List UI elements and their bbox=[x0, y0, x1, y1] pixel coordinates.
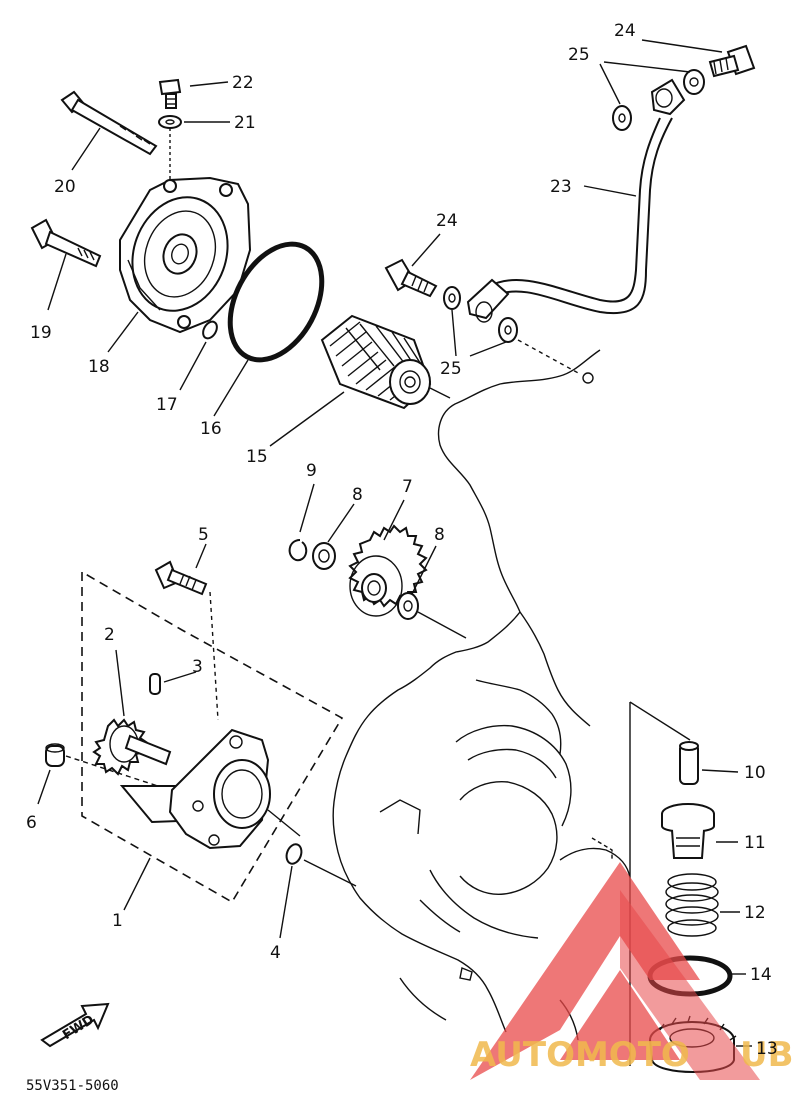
part-3-dowel-pin bbox=[149, 671, 197, 695]
part-7-gear bbox=[348, 499, 428, 617]
part-18-filter-cover bbox=[107, 176, 252, 353]
part-1-oil-pump-boundary bbox=[81, 571, 344, 911]
callout-24-right: 24 bbox=[614, 21, 636, 41]
callout-21: 21 bbox=[234, 113, 256, 133]
callout-4: 4 bbox=[270, 943, 281, 963]
part-23-oil-pipe bbox=[466, 78, 686, 384]
part-25-washers-lower bbox=[443, 286, 518, 357]
part-25-washers-upper bbox=[599, 61, 705, 131]
watermark-text-tail: UB bbox=[740, 1035, 794, 1075]
callout-2: 2 bbox=[104, 625, 115, 645]
part-21-washer bbox=[158, 115, 230, 182]
callout-25-upper: 25 bbox=[568, 45, 590, 65]
part-9-circlip bbox=[288, 483, 315, 562]
callout-16: 16 bbox=[200, 419, 222, 439]
callout-23: 23 bbox=[550, 177, 572, 197]
callout-19: 19 bbox=[30, 323, 52, 343]
fwd-label: FWD bbox=[60, 1012, 97, 1043]
callout-3: 3 bbox=[192, 657, 203, 677]
callout-8-left: 8 bbox=[352, 485, 363, 505]
callout-10: 10 bbox=[744, 763, 766, 783]
oil-pump-body bbox=[119, 728, 301, 850]
part-24-right-bolt bbox=[641, 39, 756, 78]
callout-24-left: 24 bbox=[436, 211, 458, 231]
part-12-spring bbox=[665, 873, 740, 937]
callout-22: 22 bbox=[232, 73, 254, 93]
callout-5: 5 bbox=[198, 525, 209, 545]
part-22-bolt bbox=[158, 78, 229, 109]
callout-20: 20 bbox=[54, 177, 76, 197]
callout-9: 9 bbox=[306, 461, 317, 481]
part-2-pump-gear bbox=[92, 649, 172, 776]
callout-11: 11 bbox=[744, 833, 766, 853]
part-11-plug bbox=[661, 803, 738, 859]
callout-8-right: 8 bbox=[434, 525, 445, 545]
callout-13: 13 bbox=[756, 1039, 778, 1059]
part-6-collar bbox=[37, 743, 171, 805]
part-15-oil-filter bbox=[269, 314, 451, 447]
callout-25-lower: 25 bbox=[440, 359, 462, 379]
part-8-washer-left bbox=[312, 503, 355, 570]
part-24-left-bolt bbox=[384, 233, 441, 298]
part-17-small-o-ring bbox=[179, 320, 218, 391]
callout-labels: 22 21 20 19 18 17 16 15 24 25 23 25 24 9… bbox=[26, 21, 778, 1059]
part-8-washer-right bbox=[397, 545, 467, 639]
callout-15: 15 bbox=[246, 447, 268, 467]
part-20-long-bolt bbox=[60, 90, 158, 171]
watermark-text: AUTOMOTO bbox=[470, 1035, 690, 1075]
watermark-logo: AUTOMOTO UB bbox=[470, 862, 794, 1080]
drawing-code: 55V351-5060 bbox=[26, 1078, 119, 1094]
part-5-bolt bbox=[154, 543, 219, 721]
part-10-pipe bbox=[679, 741, 739, 785]
callout-7: 7 bbox=[402, 477, 413, 497]
callout-6: 6 bbox=[26, 813, 37, 833]
part-19-bolt bbox=[30, 218, 102, 311]
part-16-large-o-ring bbox=[213, 241, 325, 417]
callout-12: 12 bbox=[744, 903, 766, 923]
callout-14: 14 bbox=[750, 965, 772, 985]
callout-17: 17 bbox=[156, 395, 178, 415]
part-4-o-ring bbox=[279, 843, 357, 939]
callout-1: 1 bbox=[112, 911, 123, 931]
engine-case-outline bbox=[332, 349, 631, 1041]
fwd-arrow-icon: FWD bbox=[40, 1002, 110, 1048]
callout-18: 18 bbox=[88, 357, 110, 377]
